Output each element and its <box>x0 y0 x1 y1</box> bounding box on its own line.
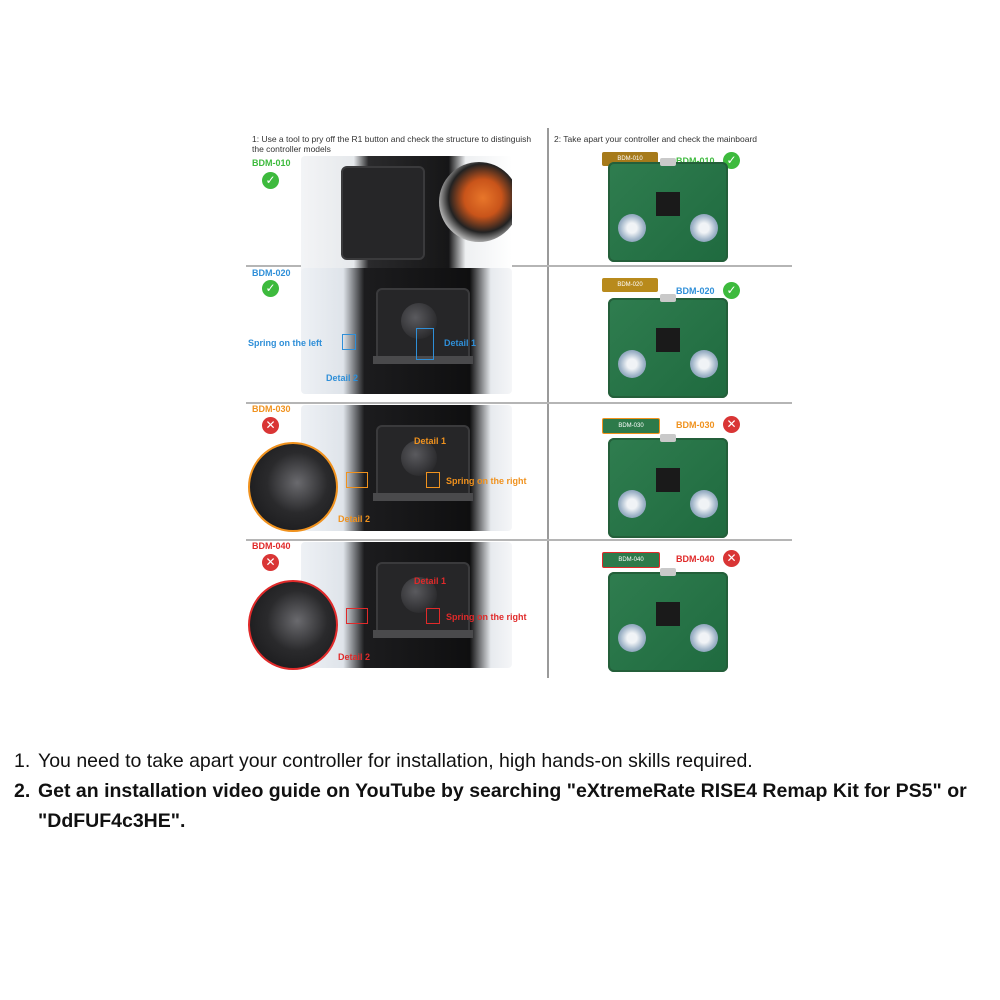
controller-photo-bdm-010 <box>301 156 512 282</box>
check-icon: ✓ <box>262 172 279 189</box>
mainboard-ribbon: BDM-030 <box>602 418 660 434</box>
mainboard-label-bdm-010: BDM-010 <box>676 156 715 166</box>
row-divider <box>246 402 792 404</box>
annotation-detail-1: Detail 1 <box>414 576 447 586</box>
mainboard-label-bdm-020: BDM-020 <box>676 286 715 296</box>
note-number: 2. <box>14 780 31 802</box>
highlight-box <box>426 472 440 488</box>
mainboard-photo-bdm-010 <box>608 158 728 262</box>
highlight-box <box>342 334 356 350</box>
install-guide-figure: 1: Use a tool to pry off the R1 button a… <box>246 128 792 678</box>
annotation-detail-2: Detail 2 <box>338 652 371 662</box>
check-icon: ✓ <box>262 280 279 297</box>
check-icon: ✓ <box>723 282 740 299</box>
highlight-box <box>346 608 368 624</box>
right-column-header: 2: Take apart your controller and check … <box>554 134 758 144</box>
model-label-bdm-020: BDM-020 <box>252 268 291 278</box>
note-item: 2. Get an installation video guide on Yo… <box>14 776 994 836</box>
note-text: Get an installation video guide on YouTu… <box>38 780 967 832</box>
highlight-box <box>346 472 368 488</box>
annotation-spring-right: Spring on the right <box>446 476 527 486</box>
annotation-spring-left: Spring on the left <box>248 338 322 348</box>
annotation-detail-1: Detail 1 <box>444 338 477 348</box>
note-item: 1. You need to take apart your controlle… <box>14 746 994 776</box>
highlight-box <box>416 328 434 360</box>
model-label-bdm-030: BDM-030 <box>252 404 291 414</box>
cross-icon: ✕ <box>262 554 279 571</box>
cross-icon: ✕ <box>262 417 279 434</box>
installation-notes: 1. You need to take apart your controlle… <box>14 746 994 836</box>
mainboard-label-bdm-040: BDM-040 <box>676 554 715 564</box>
note-number: 1. <box>14 750 31 772</box>
row-divider <box>246 265 792 267</box>
model-label-bdm-010: BDM-010 <box>252 158 291 168</box>
model-label-bdm-040: BDM-040 <box>252 541 291 551</box>
mainboard-ribbon: BDM-020 <box>602 278 658 292</box>
left-column-header: 1: Use a tool to pry off the R1 button a… <box>252 134 532 154</box>
annotation-detail-1: Detail 1 <box>414 436 447 446</box>
mainboard-photo-bdm-020 <box>608 294 728 398</box>
mainboard-photo-bdm-030 <box>608 434 728 538</box>
mainboard-photo-bdm-040 <box>608 568 728 672</box>
highlight-box <box>426 608 440 624</box>
note-text: You need to take apart your controller f… <box>38 750 753 772</box>
mainboard-ribbon: BDM-040 <box>602 552 660 568</box>
zoom-detail-circle <box>248 442 338 532</box>
row-divider <box>246 539 792 541</box>
cross-icon: ✕ <box>723 550 740 567</box>
annotation-detail-2: Detail 2 <box>326 373 359 383</box>
controller-photo-bdm-040 <box>301 542 512 668</box>
cross-icon: ✕ <box>723 416 740 433</box>
controller-photo-bdm-020 <box>301 268 512 394</box>
controller-photo-bdm-030 <box>301 405 512 531</box>
annotation-spring-right: Spring on the right <box>446 612 527 622</box>
annotation-detail-2: Detail 2 <box>338 514 371 524</box>
zoom-detail-circle <box>248 580 338 670</box>
mainboard-label-bdm-030: BDM-030 <box>676 420 715 430</box>
